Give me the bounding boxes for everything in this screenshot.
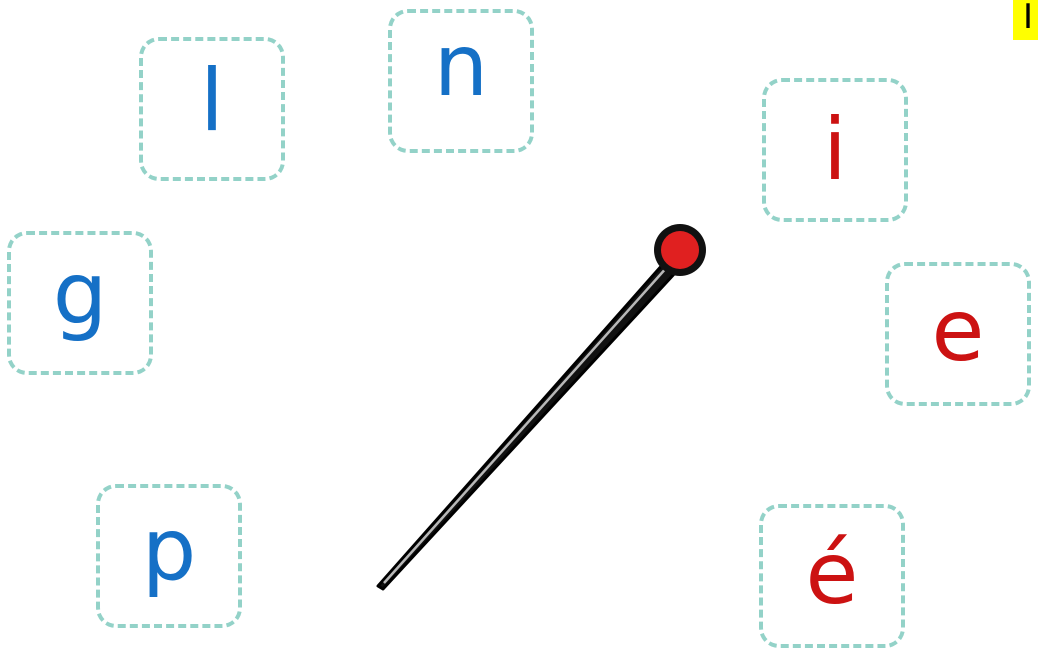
letter-tile-p[interactable]: p (96, 484, 242, 628)
letter-p: p (141, 500, 197, 600)
letter-tile-l[interactable]: l (139, 37, 285, 181)
letter-e: e (931, 281, 985, 381)
letter-i: i (823, 100, 847, 200)
letter-tile-e-acute[interactable]: é (759, 504, 905, 648)
letter-l: l (200, 51, 224, 151)
letter-e-acute: é (805, 524, 859, 624)
letter-g: g (52, 244, 108, 344)
corner-label: I (1013, 0, 1038, 40)
needle-highlight (383, 265, 669, 584)
spinner-needle[interactable] (376, 224, 706, 591)
letter-tile-g[interactable]: g (7, 231, 153, 375)
letter-tile-e[interactable]: e (885, 262, 1031, 406)
needle-head (661, 231, 699, 269)
letter-tile-n[interactable]: n (388, 9, 534, 153)
letter-n: n (433, 16, 489, 116)
letter-tile-i[interactable]: i (762, 78, 908, 222)
